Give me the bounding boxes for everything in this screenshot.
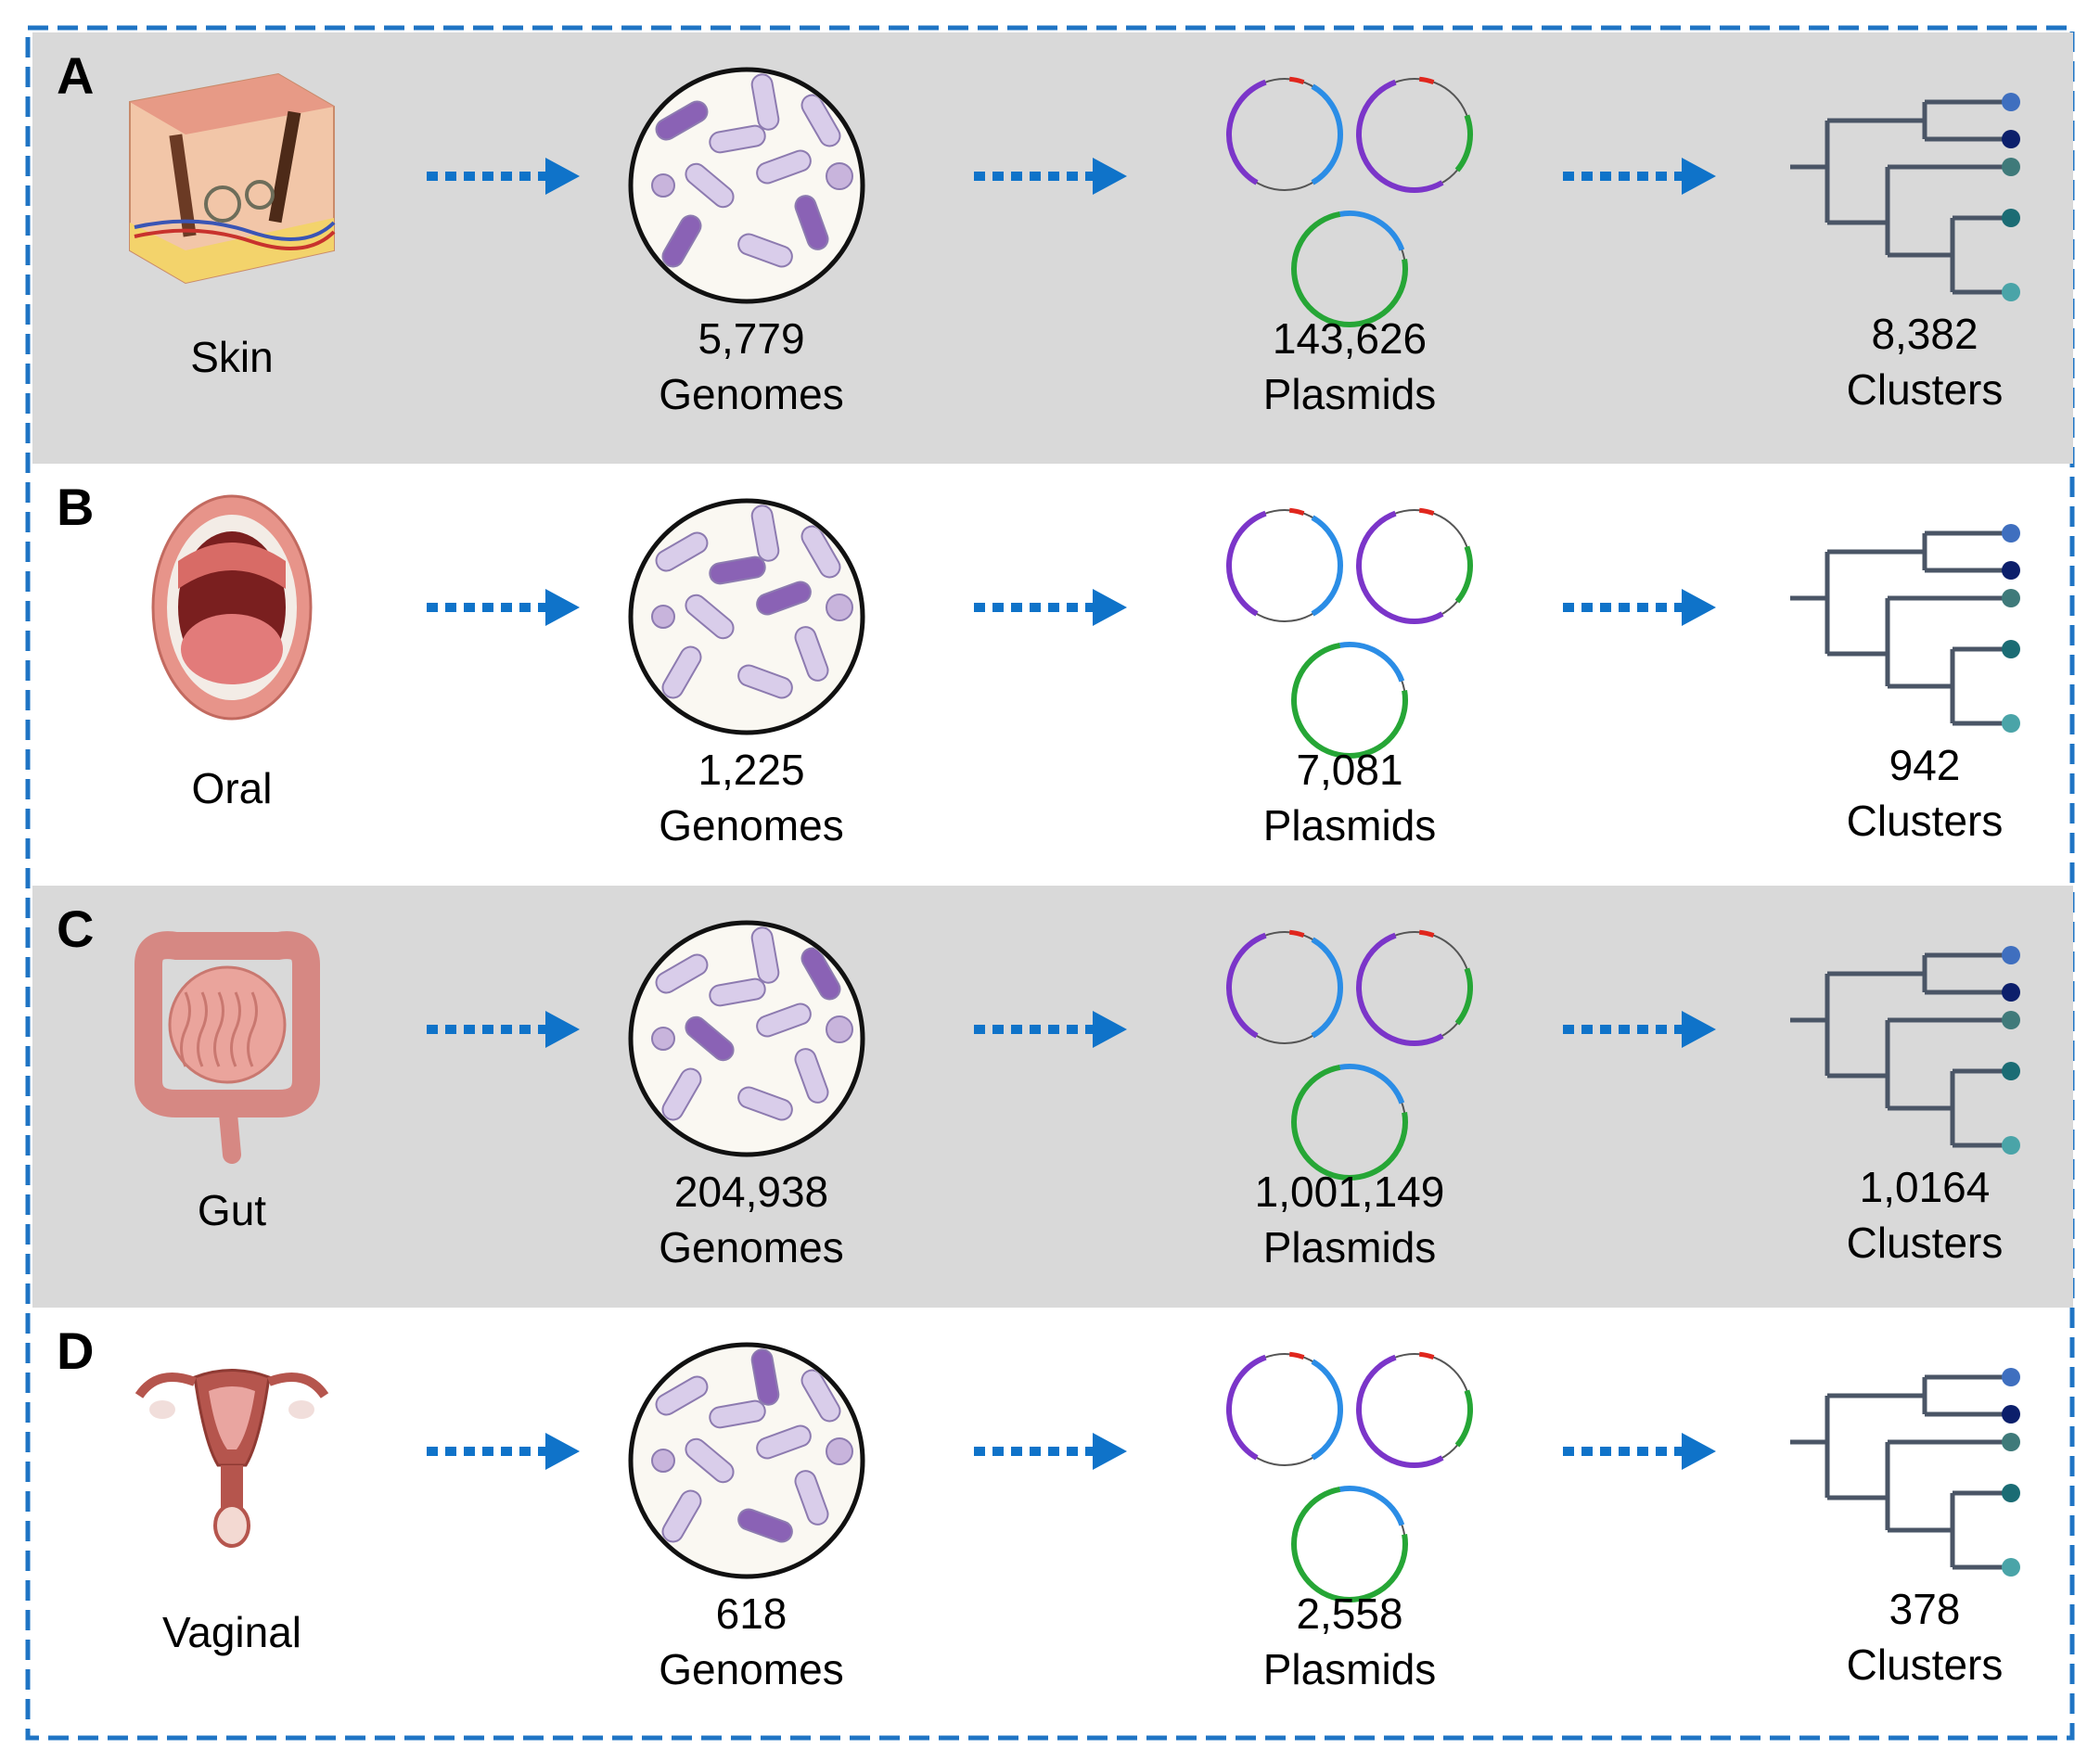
bacteria-circle-icon: [628, 920, 865, 1157]
intestine-icon: [134, 931, 320, 1164]
uterus-icon: [134, 1369, 329, 1548]
plasmid-icon: [1291, 1064, 1408, 1181]
plasmid-icon: [1291, 211, 1408, 327]
arrow-icon: [974, 589, 1127, 626]
plasmid-icon: [1356, 929, 1473, 1046]
plasmid-icon: [1356, 1351, 1473, 1468]
plasmid-icon: [1226, 507, 1343, 622]
arrow-icon: [1563, 1433, 1716, 1470]
bacteria-circle-icon: [628, 67, 865, 304]
arrow-icon: [427, 158, 580, 195]
skin-icon: [129, 72, 336, 285]
site-label: Skin: [190, 333, 274, 381]
arrow-icon: [1563, 158, 1716, 195]
plasmid-icon: [1226, 1351, 1343, 1466]
site-label: Oral: [191, 764, 273, 812]
panel-letter: D: [57, 1322, 95, 1380]
panel-letter: A: [57, 46, 95, 105]
arrow-icon: [974, 1011, 1127, 1048]
plasmid-icon: [1356, 507, 1473, 624]
arrow-icon: [974, 1433, 1127, 1470]
bacteria-circle-icon: [628, 498, 865, 735]
plasmid-icon: [1226, 76, 1343, 191]
tree-icon: [1790, 946, 2020, 1155]
arrow-icon: [427, 1433, 580, 1470]
panel-letter: B: [57, 478, 95, 536]
site-label: Gut: [197, 1186, 267, 1234]
site-label: Vaginal: [161, 1608, 302, 1656]
tree-icon: [1790, 93, 2020, 301]
tree-icon: [1790, 1368, 2020, 1577]
arrow-icon: [427, 589, 580, 626]
mouth-icon: [151, 494, 313, 721]
panel-letter: C: [57, 900, 95, 958]
plasmid-icon: [1226, 929, 1343, 1044]
plasmid-icon: [1291, 1486, 1408, 1602]
plasmid-icon: [1356, 76, 1473, 193]
tree-icon: [1790, 524, 2020, 733]
arrow-icon: [427, 1011, 580, 1048]
bacteria-circle-icon: [628, 1342, 865, 1579]
arrow-icon: [974, 158, 1127, 195]
plasmid-icon: [1291, 642, 1408, 759]
arrow-icon: [1563, 1011, 1716, 1048]
arrow-icon: [1563, 589, 1716, 626]
